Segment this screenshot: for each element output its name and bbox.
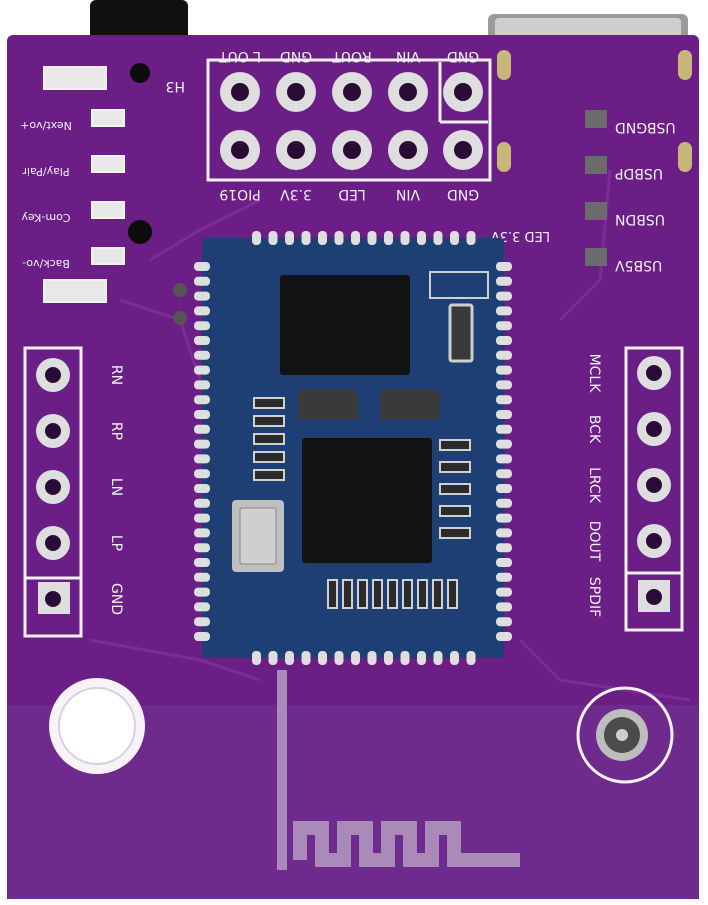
led-label: LED 3.3V [491, 228, 550, 243]
inductor-2 [380, 390, 440, 420]
right-header-label: LRCK [586, 467, 602, 504]
h3-bottom-label: GND [447, 186, 479, 202]
usb-pad [585, 110, 607, 128]
button-pad [91, 109, 125, 127]
usb-pad [585, 248, 607, 266]
h3-top-label: ROUT [332, 48, 372, 64]
left-header-label: LP [108, 535, 124, 551]
button-label: Back/vo- [22, 257, 70, 270]
h3-bottom-label: VIN [396, 186, 420, 202]
right-header-label: MCLK [586, 354, 602, 394]
left-header-label: LN [108, 478, 124, 496]
left-header-label: RP [108, 422, 124, 440]
usb-pad-label: USBGND [615, 119, 676, 135]
antenna-trace [293, 821, 520, 867]
right-header-label: SPDIF [586, 577, 602, 617]
switch-pad-bottom [43, 279, 107, 303]
button-pad [91, 201, 125, 219]
button-label: Next/vo+ [20, 119, 72, 132]
button-pad [91, 247, 125, 265]
h3-bottom-label: PIO19 [219, 186, 260, 202]
button-pad [91, 155, 125, 173]
usb-pad-label: USB5V [615, 257, 663, 273]
h3-top-label: VIN [396, 48, 420, 64]
usb-pad [585, 202, 607, 220]
mounting-hole-right [576, 686, 674, 784]
usb-pad [585, 156, 607, 174]
bluetooth-chip [302, 438, 432, 563]
switch-pad-top [43, 66, 107, 90]
left-header-outline [23, 346, 83, 638]
button-label: Com-Key [21, 211, 71, 224]
right-header-outline [624, 346, 684, 632]
usb-pad-label: USBDN [615, 211, 665, 227]
inductor-1 [298, 390, 358, 420]
left-header-label: RN [108, 365, 124, 385]
left-header-label: GND [108, 583, 124, 615]
audio-jack [90, 0, 188, 45]
header-h3-outline [206, 58, 492, 182]
h3-bottom-label: LED [338, 186, 365, 202]
right-header-label: BCK [586, 415, 602, 444]
h3-top-label: L OUT [219, 48, 262, 64]
h3-top-label: GND [280, 48, 312, 64]
usb-pad-label: USBDP [615, 165, 663, 181]
button-label: Play/Pair [22, 165, 70, 178]
h3-bottom-label: 3.3V [280, 186, 312, 202]
header-h3-name: H3 [166, 78, 185, 94]
h3-top-label: GND [447, 48, 479, 64]
flash-chip [280, 275, 410, 375]
right-header-label: DOUT [586, 521, 602, 562]
